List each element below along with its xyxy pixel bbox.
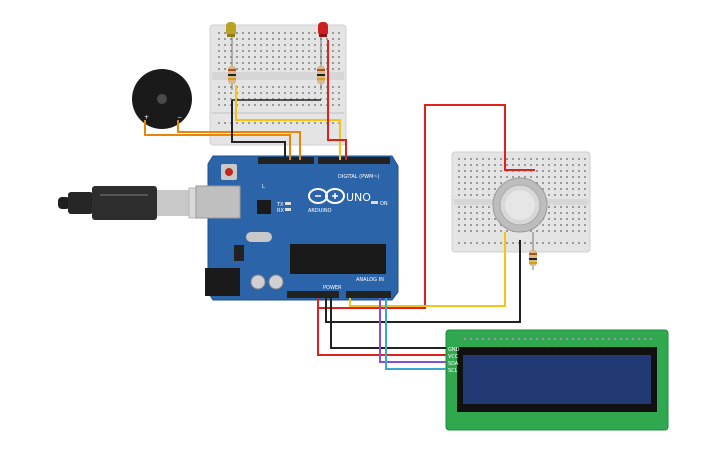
lcd-pin-vcc: VCC xyxy=(448,354,459,360)
lcd-screen xyxy=(463,355,651,404)
wire-lcd-gnd[interactable] xyxy=(330,298,446,349)
digital-header-right[interactable] xyxy=(318,157,390,164)
arduino-logo-icon xyxy=(308,188,345,204)
digital-header-left[interactable] xyxy=(258,157,314,164)
led-red[interactable] xyxy=(318,22,328,37)
lcd-pin-scl: SCL xyxy=(448,368,458,374)
wire-buzzer-gnd[interactable] xyxy=(177,120,301,160)
analog-header-label: ANALOG IN xyxy=(356,277,384,283)
resistor-sensor[interactable] xyxy=(529,232,537,270)
wire-lcd-vcc[interactable] xyxy=(317,308,446,356)
wire-lcd-sda[interactable] xyxy=(379,298,446,363)
board-model: UNO xyxy=(346,191,371,204)
buzzer-plus-label: + xyxy=(144,114,149,121)
lcd-pin-sda: SDA xyxy=(448,361,459,367)
reset-button[interactable] xyxy=(225,168,233,176)
analog-header[interactable] xyxy=(346,291,391,298)
power-header[interactable] xyxy=(287,291,339,298)
resistor-left[interactable] xyxy=(228,37,236,90)
atmega-chip xyxy=(290,244,386,274)
piezo-buzzer[interactable]: + − xyxy=(132,69,192,129)
rx-label: RX xyxy=(277,208,284,214)
tx-label: TX xyxy=(276,202,284,208)
wire-led-red[interactable] xyxy=(327,40,347,160)
buzzer-minus-label: − xyxy=(177,114,182,121)
breadboard-top xyxy=(209,24,347,146)
arduino-uno-board: UNO ARDUINO DIGITAL (PWM~) POWER ANALOG … xyxy=(195,155,399,301)
l-led-label: L xyxy=(262,184,265,190)
digital-header-label: DIGITAL (PWM~) xyxy=(338,174,380,180)
lcd-i2c-module: GND VCC SDA SCL xyxy=(445,329,669,431)
wire-lcd-scl[interactable] xyxy=(385,298,446,370)
wire-sensor-gnd[interactable] xyxy=(325,240,521,323)
wire-top-gnd[interactable] xyxy=(231,100,286,160)
on-led-label: ON xyxy=(380,201,388,207)
gas-sensor[interactable] xyxy=(492,177,548,233)
power-header-label: POWER xyxy=(323,285,342,291)
board-brand: ARDUINO xyxy=(308,208,332,214)
resistor-right[interactable] xyxy=(317,37,325,90)
led-yellow[interactable] xyxy=(226,22,236,37)
wire-sensor-signal[interactable] xyxy=(349,232,506,307)
wire-buzzer-signal[interactable] xyxy=(144,120,291,160)
lcd-pin-gnd: GND xyxy=(448,347,460,353)
